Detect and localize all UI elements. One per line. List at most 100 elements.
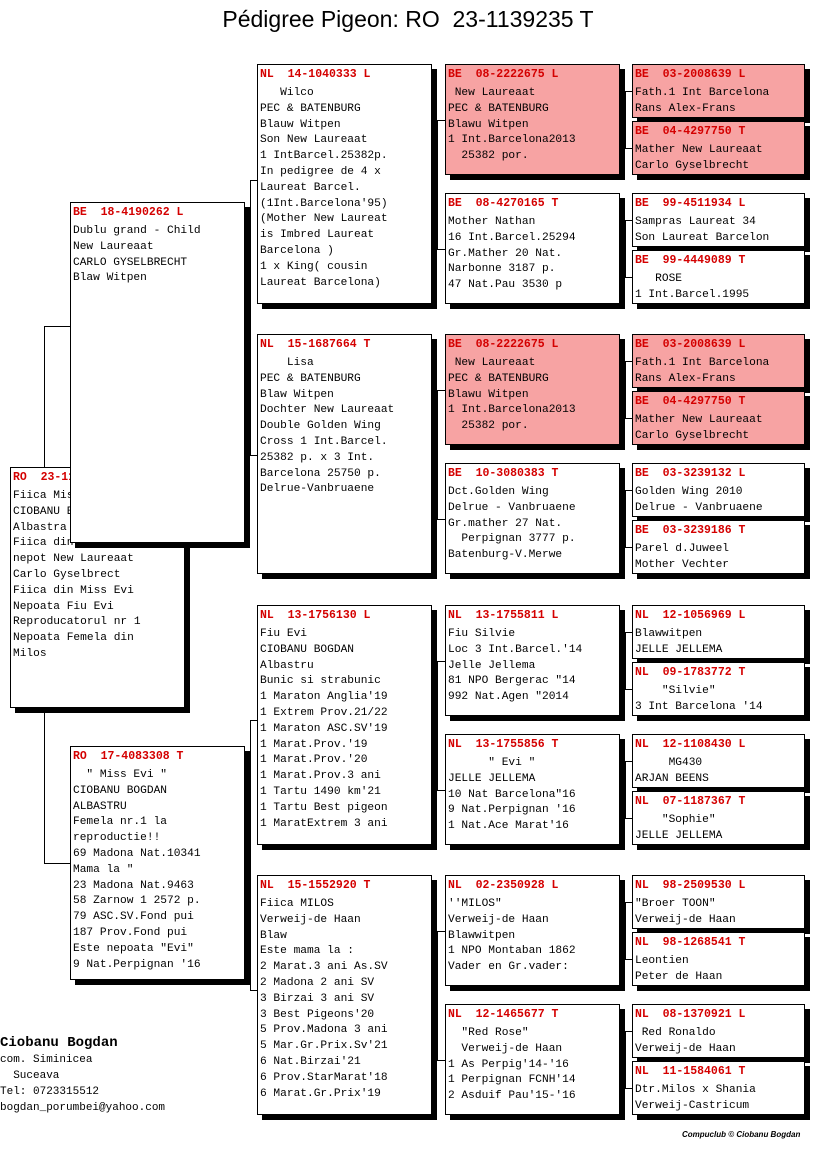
connector-line [625,761,632,762]
pigeon-info-line: In pedigree de 4 x [260,165,381,178]
pigeon-info-line: is Imbred Laureat [260,229,375,242]
pigeon-info-line: CIOBANU BOGDAN [73,784,167,797]
pigeon-info-line: Milos [13,647,47,660]
pigeon-info-line: 2 Marat.3 ani As.SV [260,961,388,974]
pigeon-info-line: 3 Int Barcelona '14 [635,700,763,713]
pigeon-card: RO 17-4083308 T " Miss Evi "CIOBANU BOGD… [70,746,245,980]
pigeon-info-line: Lisa [260,357,314,369]
connector-line [625,490,626,548]
pigeon-info-line: 992 Nat.Agen "2014 [448,691,569,704]
pigeon-info-line: Blawu Witpen [448,118,529,131]
pigeon-info-line: Parel d.Juweel [635,543,729,555]
connector-line [625,1088,632,1089]
connector-line [625,91,632,92]
ring-number: RO 17-4083308 T [73,750,184,763]
pigeon-info-line: 1 Perpignan FCNH'14 [448,1074,576,1087]
pigeon-info-line: 25382 por. [448,420,529,433]
connector-line [625,547,632,548]
pigeon-info-line: 1 Marat.Prov.'20 [260,754,368,767]
ring-number: NL 98-2509530 L [635,879,746,892]
connector-line [437,249,445,250]
pigeon-info-line: Blawu Witpen [448,388,529,401]
pigeon-info-line: Rans Alex-Frans [635,372,736,385]
connector-line [250,990,257,991]
ring-number: BE 04-4297750 T [635,395,746,408]
connector-line [625,1031,632,1032]
connector-line [625,220,626,278]
pigeon-info-line: Femela nr.1 la [73,816,167,829]
pigeon-info-line: ARJAN BEENS [635,772,709,785]
pigeon-info-line: 10 Nat Barcelona"16 [448,788,576,801]
pigeon-info-line: Este nepoata "Evi" [73,942,194,955]
pigeon-info-line: Verweij-de Haan [260,913,361,926]
pigeon-info-line: Peter de Haan [635,970,723,983]
ring-number: NL 12-1465677 T [448,1008,559,1021]
ring-number: NL 12-1108430 L [635,738,746,751]
pigeon-info-line: Nepoata Femela din [13,632,134,645]
pigeon-info-line: JELLE JELLEMA [635,643,723,656]
pigeon-info-line: 23 Madona Nat.9463 [73,879,194,892]
connector-line [437,120,438,250]
pigeon-info-line: PEC & BATENBURG [260,372,361,385]
connector-line [625,818,632,819]
pigeon-info-line: Gr.Mather 20 Nat. [448,247,563,260]
pigeon-info-line: Rans Alex-Frans [635,102,736,115]
connector-line [625,689,632,690]
pigeon-info-line: 187 Prov.Fond pui [73,926,188,939]
pigeon-info-line: Mother Nathan [448,216,536,228]
pigeon-info-line: 1 Tartu Best pigeon [260,801,388,814]
pigeon-info-line: Red Ronaldo [635,1027,716,1039]
pigeon-info-line: Blauw Witpen [260,118,341,131]
connector-line [250,180,257,181]
pigeon-info-line: Laureat Barcel. [260,181,361,194]
pigeon-info-line: ''MILOS" [448,898,502,910]
pigeon-info-line: Jelle Jellema [448,659,536,672]
pigeon-info-line: 6 Prov.StarMarat'18 [260,1071,388,1084]
pigeon-info-line: Blawwitpen [635,628,703,640]
pigeon-info-line: 81 NPO Bergerac "14 [448,675,576,688]
pigeon-info-line: 5 Mar.Gr.Prix.Sv'21 [260,1040,388,1053]
breeder-name: Ciobanu Bogdan [0,1035,118,1051]
connector-line [625,632,626,690]
pigeon-info-line: New Laureaat [73,240,154,253]
ring-number: NL 15-1552920 T [260,879,371,892]
ring-number: NL 13-1755811 L [448,609,559,622]
pigeon-info-line: Fiica din Miss Evi [13,584,134,597]
pigeon-info-line: "Sophie" [635,814,716,826]
pigeon-info-line: Carlo Gyselbrecht [635,159,750,172]
pigeon-info-line: 69 Madona Nat.10341 [73,847,201,860]
pigeon-info-line: Wilco [260,87,314,99]
pigeon-info-line: Fath.1 Int Barcelona [635,87,770,99]
connector-line [625,632,632,633]
pigeon-info-line: Leontien [635,955,689,967]
pigeon-info-line: 2 Asduif Pau'15-'16 [448,1090,576,1103]
connector-line [437,390,445,391]
ring-number: BE 10-3080383 T [448,467,559,480]
pigeon-info-line: 1 Int.Barcelona2013 [448,134,576,147]
pigeon-info-line: 1 Tartu 1490 km'21 [260,785,381,798]
pigeon-info-line: New Laureaat [448,87,536,99]
pigeon-info-line: Nepoata Fiu Evi [13,600,114,613]
pigeon-info-line: 47 Nat.Pau 3530 p [448,279,563,292]
pigeon-info-line: Sampras Laureat 34 [635,216,756,228]
connector-line [625,361,626,419]
pigeon-card: NL 09-1783772 T "Silvie"3 Int Barcelona … [632,662,805,716]
pigeon-info-line: 2 Madona 2 ani SV [260,976,375,989]
pigeon-info-line: Mama la " [73,863,134,876]
pigeon-info-line: Delrue - Vanbruaene [448,501,576,514]
pigeon-info-line: "Broer TOON" [635,898,716,910]
pigeon-info-line: Fiica MILOS [260,898,334,910]
ring-number: NL 15-1687664 T [260,338,371,351]
pigeon-info-line: Perpignan 3777 p. [448,533,576,546]
